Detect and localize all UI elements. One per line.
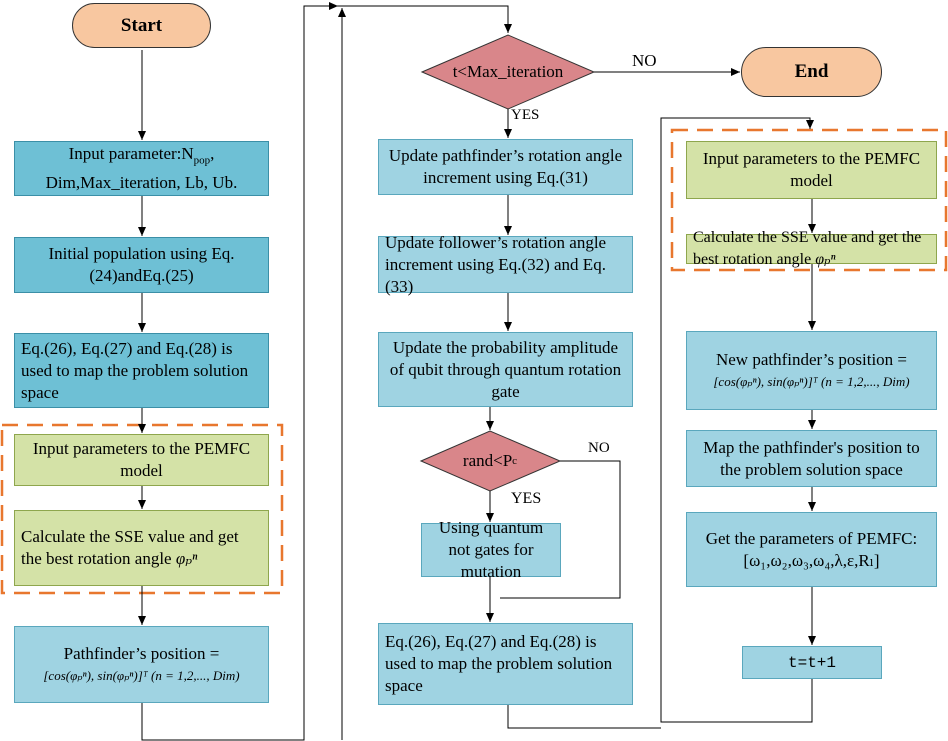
pathfinder-position-formula: [cos(φₚⁿ), sin(φₚⁿ)]ᵀ (n = 1,2,..., Dim) (43, 667, 240, 683)
get-parameters-line1: Get the parameters of PEMFC: (705, 528, 918, 548)
edge-loop-return (660, 117, 814, 723)
initial-population-box: Initial population using Eq.(24)andEq.(2… (14, 237, 269, 293)
edge-top-to-decision (338, 5, 512, 33)
pathfinder-position-label: Pathfinder’s position = (63, 643, 220, 663)
label-iter-no: NO (632, 51, 657, 70)
decision-rand-subscript: c (512, 455, 518, 467)
edge-pathfinder-to-loop (141, 2, 338, 741)
update-pathfinder-box: Update pathfinder’s rotation angle incre… (378, 139, 633, 195)
map-solution-space-box-2: Eq.(26), Eq.(27) and Eq.(28) is used to … (378, 623, 633, 705)
input-parameter-line1: Input parameter:Npop, (68, 144, 215, 167)
end-terminal: End (741, 47, 882, 97)
pemfc-input-box-1: Input parameters to the PEMFC model (14, 434, 269, 486)
input-parameter-line2: Dim,Max_iteration, Lb, Ub. (45, 172, 238, 192)
label-rand-no: NO (588, 440, 610, 456)
pathfinder-position-box: Pathfinder’s position = [cos(φₚⁿ), sin(φ… (14, 626, 269, 703)
get-parameters-box: Get the parameters of PEMFC: [ω₁,ω₂,ω₃,ω… (686, 512, 937, 587)
decision-iteration-label: t<Max_iteration (452, 62, 564, 81)
start-terminal: Start (72, 3, 211, 48)
update-follower-box: Update follower’s rotation angle increme… (378, 233, 633, 296)
sse-box-2-body: Calculate the SSE value and get the best… (686, 229, 937, 268)
update-probability-box: Update the probability amplitude of qubi… (378, 332, 633, 407)
best-angle-symbol-2: φₚⁿ (815, 251, 836, 268)
sse-box-1: Calculate the SSE value and get the best… (14, 510, 269, 586)
edge-rand-no (500, 460, 621, 599)
new-pathfinder-box: New pathfinder’s position = [cos(φₚⁿ), s… (686, 331, 937, 410)
mutation-box: Using quantum not gates for mutation (421, 518, 561, 581)
label-rand-yes: YES (511, 490, 542, 507)
input-parameter-box: Input parameter:Npop, Dim,Max_iteration,… (14, 141, 269, 196)
increment-box: t=t+1 (742, 646, 882, 679)
edge-map2-return (507, 705, 661, 729)
map-solution-space-box-1: Eq.(26), Eq.(27) and Eq.(28) is used to … (14, 333, 269, 408)
best-angle-symbol-1: φₚⁿ (175, 549, 198, 568)
map-pathfinder-box: Map the pathfinder's position to the pro… (686, 430, 937, 487)
dashed-group-right (670, 128, 948, 272)
new-pathfinder-label: New pathfinder’s position = (715, 349, 908, 369)
decision-rand-text: rand<P (462, 451, 513, 470)
new-pathfinder-formula: [cos(φₚⁿ), sin(φₚⁿ)]ᵀ (n = 1,2,..., Dim) (713, 373, 910, 389)
sse-box-1-text: Calculate the SSE value and get the best… (21, 527, 239, 568)
get-parameters-line2: [ω₁,ω₂,ω₃,ω₄,λ,ε,Rₗ] (743, 550, 880, 570)
label-iter-yes: YES (511, 107, 540, 123)
sse-box-2-label: Calculate the SSE value and get the best… (693, 229, 922, 268)
pemfc-input-box-2: Input parameters to the PEMFC model (686, 141, 937, 199)
